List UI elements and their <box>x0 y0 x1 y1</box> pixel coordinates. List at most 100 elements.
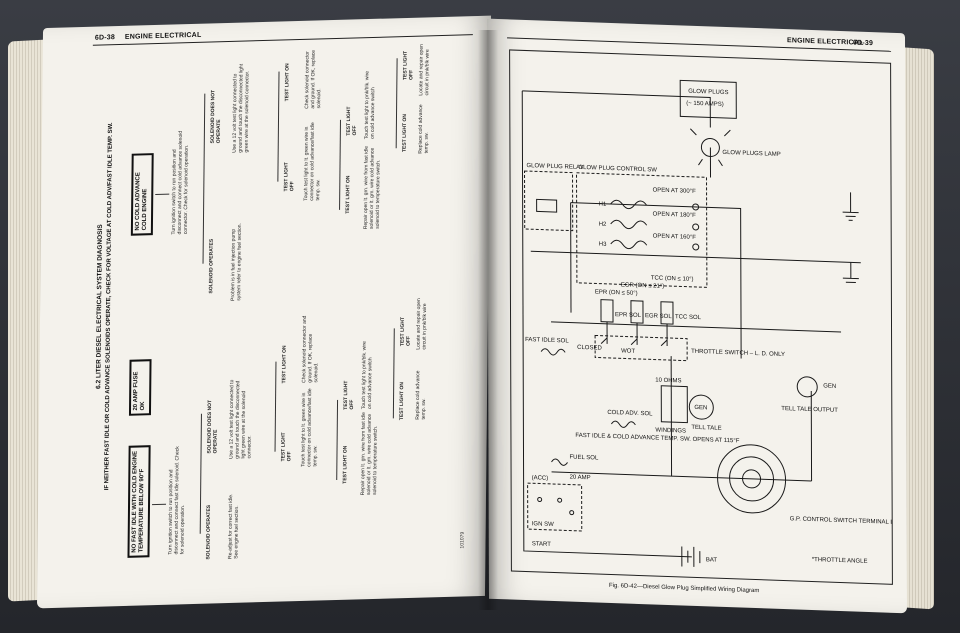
label-start: START <box>532 541 551 548</box>
label-test-light-on-a: TEST LIGHT ON <box>281 345 288 384</box>
label-test-light-off-c: TEST LIGHT OFF <box>342 380 356 410</box>
label-amps: (~ 150 AMPS) <box>686 101 724 108</box>
branch-line <box>199 413 202 534</box>
gp-control-switch-connector <box>717 444 787 514</box>
label-ign-sw: IGN SW <box>532 521 554 528</box>
branch-line <box>274 361 277 452</box>
glow-plug-relay-box <box>524 170 574 232</box>
wire-relay-bus <box>570 202 742 359</box>
label-test-light-off-b: TEST LIGHT OFF <box>283 162 296 192</box>
wire-horizontal-mid <box>530 250 861 264</box>
label-cold-adv-sol: COLD ADV. SOL <box>607 410 653 418</box>
step-repair-open-b: Repair open lt. grn. wire from fast idle… <box>362 145 382 230</box>
label-egr-sol: EGR SOL <box>645 313 672 320</box>
step-check-solenoid-b: Check solenoid connector and ground. If … <box>304 49 323 109</box>
label-tell-tale: TELL TALE <box>691 425 721 432</box>
branch-line <box>336 399 339 480</box>
left-page: 6D-38 ENGINE ELECTRICAL 6.2 LITER DIESEL… <box>36 15 492 609</box>
connector-line <box>152 503 167 506</box>
fuel-sol-coil <box>551 458 568 466</box>
label-test-light-on-c: TEST LIGHT ON <box>342 445 349 484</box>
box-no-cold-advance: NO COLD ADVANCE COLD ENGINE <box>130 153 154 236</box>
label-windings: WINDINGS <box>655 428 686 435</box>
label-solenoid-operates: SOLENOID OPERATES <box>205 504 212 560</box>
glow-plugs-box <box>679 79 737 119</box>
label-h3: H3 <box>599 242 607 248</box>
step-locate-repair-b: Locate and repair open circuit in pnk/bl… <box>418 44 431 96</box>
branch-line <box>392 328 395 419</box>
left-section-title: ENGINE ELECTRICAL <box>124 31 202 41</box>
label-throttle-angle: *THROTTLE ANGLE <box>812 557 868 565</box>
label-egr: EGR (ON ≤ 21°) <box>621 282 664 290</box>
label-gen: GEN <box>694 405 707 411</box>
step-touch-pnk-blk-a: Touch test light to pnk/blk. wire on col… <box>360 341 374 410</box>
label-solenoid-operates-b: SOLENOID OPERATES <box>208 238 215 294</box>
branch-line <box>339 119 341 210</box>
step-touch-test-light-b: Touch test light to lt. green wire in co… <box>303 122 322 201</box>
label-bat: BAT <box>706 557 718 563</box>
box-fuse-ok: 20 AMP FUSE OK <box>128 359 152 416</box>
step-use-test-light-b: Use a 12 volt test light connected to gr… <box>231 63 251 153</box>
label-h2: H2 <box>599 222 607 228</box>
branch-line <box>202 93 206 264</box>
tell-tale-gen-symbol <box>796 376 818 398</box>
windings-box <box>660 385 688 424</box>
label-h1: H1 <box>599 202 607 208</box>
label-test-light-on-d: TEST LIGHT ON <box>345 175 352 214</box>
step-touch-test-light-a: Touch test light to lt. green wire in co… <box>300 388 319 467</box>
cold-adv-sol-coil <box>610 420 636 428</box>
step-replace-cold-adv-b: Replace cold advance temp. sw. <box>417 104 430 154</box>
label-solenoid-not-operate: SOLENOID DOES NOT OPERATE <box>206 399 219 454</box>
step-replace-cold-adv-a: Replace cold advance temp. sw. <box>414 370 428 420</box>
label-acc: (ACC) <box>532 475 549 482</box>
step-turn-ignition-fast-idle: Turn ignition switch to run position and… <box>167 446 187 555</box>
label-epr-sol: EPR SOL <box>615 312 642 319</box>
label-solenoid-not-operate-b: SOLENOID DOES NOT OPERATE <box>209 89 223 144</box>
right-page: ENGINE ELECTRICAL 6D-39 <box>486 18 908 614</box>
diagnosis-flowchart: 6.2 LITER DIESEL ELECTRICAL SYSTEM DIAGN… <box>87 36 482 567</box>
label-test-light-on-f: TEST LIGHT ON <box>401 113 409 153</box>
label-open-180: OPEN AT 180°F <box>653 211 697 219</box>
wiring-diagram-svg: GLOW PLUGS (~ 150 AMPS) GLOW PLUGS LAMP … <box>521 79 907 567</box>
label-glow-plug-relay: GLOW PLUG RELAY <box>526 163 583 171</box>
label-test-light-off-d: TEST LIGHT OFF <box>345 106 358 136</box>
label-gen-2: GEN <box>823 383 836 389</box>
step-repair-open-a: Repair open lt. grn. wire from fast idle… <box>360 412 379 496</box>
label-closed: CLOSED <box>577 345 602 352</box>
epr-sol <box>600 299 614 323</box>
label-test-light-on-b: TEST LIGHT ON <box>284 63 291 102</box>
step-touch-pnk-blk-b: Touch test light to pnk/blk. wire on col… <box>363 70 377 140</box>
label-epr: EPR (ON ≤ 50°) <box>595 289 638 296</box>
label-tcc: TCC (ON ≤ 10°) <box>651 275 694 282</box>
step-locate-repair-a: Locate and repair open circuit in pnk/bl… <box>415 298 429 350</box>
label-fast-idle-sol: FAST IDLE SOL <box>525 337 569 345</box>
label-20-amp: 20 AMP <box>570 475 591 482</box>
glow-plugs-lamp-symbol <box>700 137 720 157</box>
branch-line <box>395 58 398 149</box>
label-test-light-off-a: TEST LIGHT OFF <box>280 432 293 462</box>
step-check-solenoid-a: Check solenoid connector and ground. If … <box>301 315 320 383</box>
label-glow-plugs-lamp: GLOW PLUGS LAMP <box>722 150 780 158</box>
label-fast-idle-cold-advance: FAST IDLE & COLD ADVANCE TEMP. SW. OPENS… <box>575 433 739 445</box>
figure-caption: Fig. 6D-42—Diesel Glow Plug Simplified W… <box>608 582 760 595</box>
throttle-switch-box <box>594 334 688 362</box>
connector-line <box>155 193 170 196</box>
label-wot: WOT <box>621 348 635 354</box>
label-glow-plug-control-sw: GLOW PLUG CONTROL SW <box>578 165 657 174</box>
step-turn-ignition-cold-adv: Turn ignition switch to run position and… <box>170 130 190 235</box>
box-no-fast-idle: NO FAST IDLE WITH COLD ENGINE TEMPERATUR… <box>127 445 151 558</box>
ign-switch-box <box>527 482 583 532</box>
wiring-diagram: GLOW PLUGS (~ 150 AMPS) GLOW PLUGS LAMP … <box>509 49 907 585</box>
control-switch-box <box>576 172 708 288</box>
wire-main-bus <box>521 90 692 558</box>
label-gp-control-switch: G.P. CONTROL SWITCH TERMINAL LOCATIONS <box>790 516 892 527</box>
label-test-light-off-e: TEST LIGHT OFF <box>399 316 412 347</box>
step-problem-pump: Problem is in fuel injection pump system… <box>230 223 243 301</box>
battery-symbol <box>681 546 701 567</box>
label-tell-tale-output: TELL TALE OUTPUT <box>781 406 838 414</box>
fast-idle-sol-coil <box>540 348 566 356</box>
step-readjust: Re-adjust for correct fast idle. See eng… <box>227 493 240 560</box>
book-gutter <box>478 30 498 610</box>
label-open-300: OPEN AT 300°F <box>653 187 697 195</box>
label-fuel-sol: FUEL SOL <box>569 455 598 462</box>
